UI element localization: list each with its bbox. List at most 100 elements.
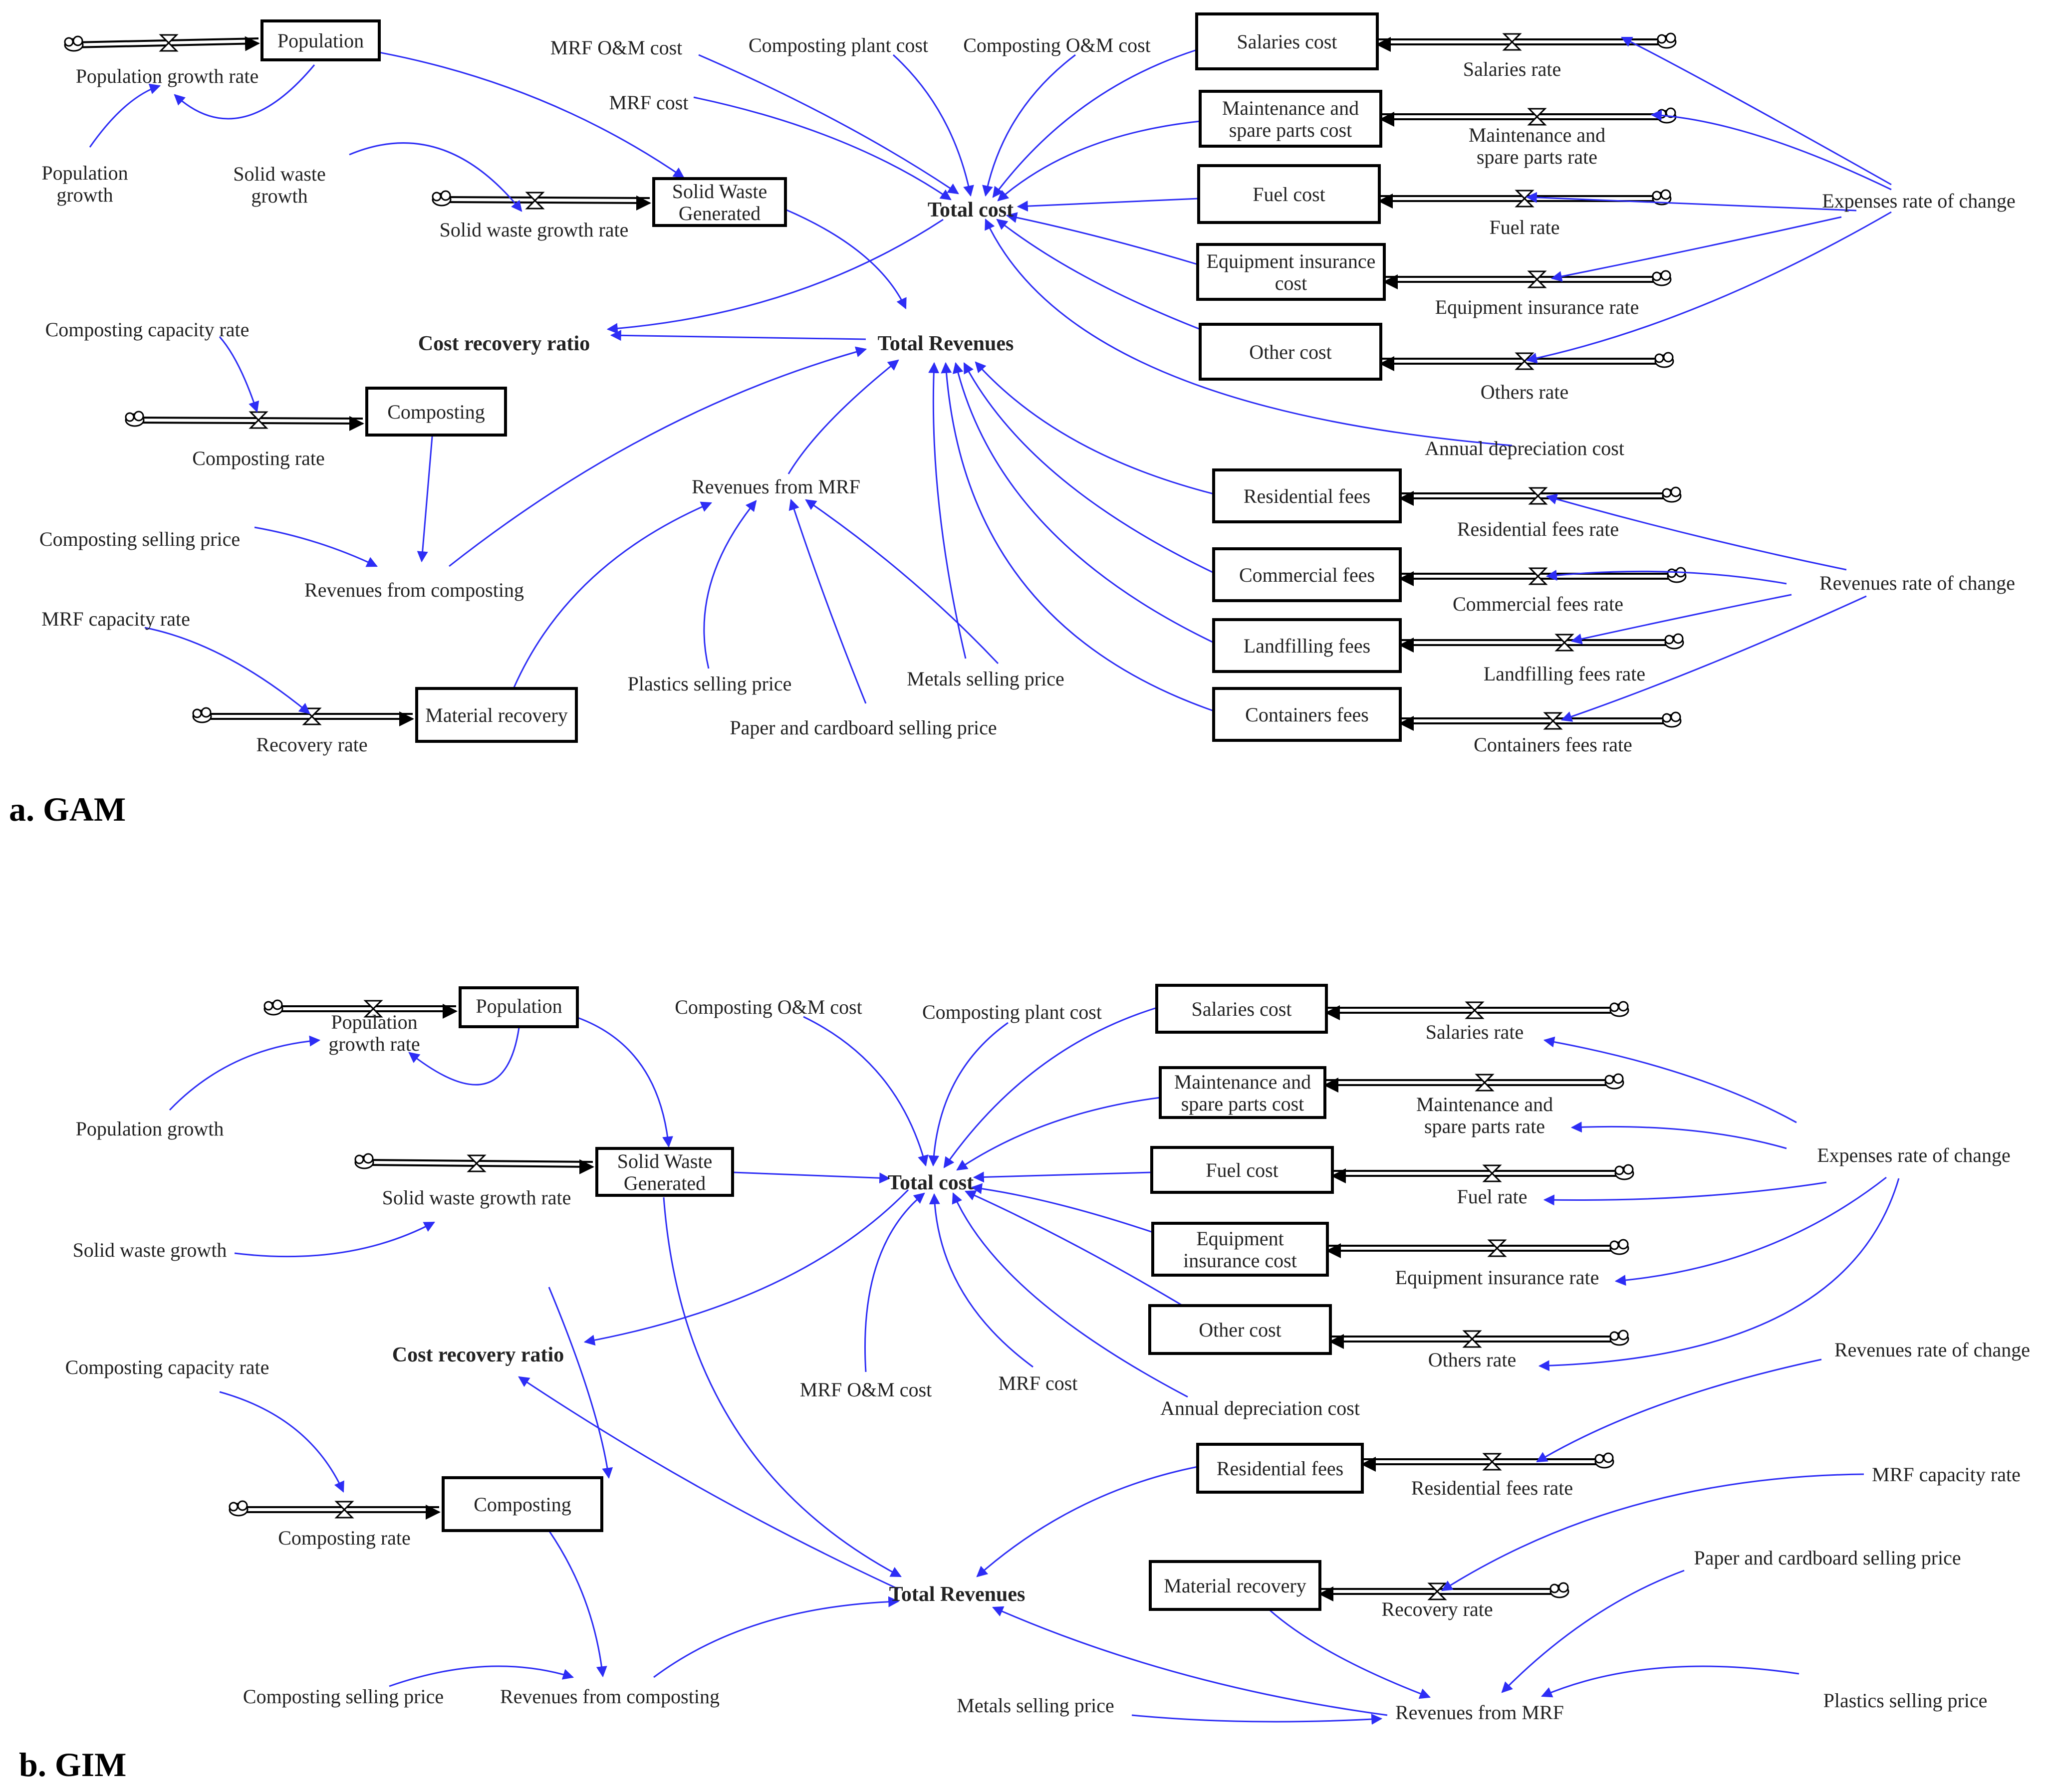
- causal-link-arrow: [610, 330, 866, 341]
- gam-label-composting-plant-cost: Composting plant cost: [749, 34, 928, 56]
- causal-link-arrow: [992, 1606, 1388, 1716]
- gim-label-material-recovery: Material recovery: [1164, 1574, 1306, 1597]
- causal-link-arrow: [1543, 1036, 1797, 1123]
- causal-link-arrow: [408, 1027, 520, 1086]
- cloud-icon: [192, 707, 212, 723]
- gam-label-composting: Composting: [387, 401, 485, 423]
- gim-label-mrf-capacity-rate: MRF capacity rate: [1872, 1463, 2021, 1486]
- valve-icon: [249, 411, 268, 429]
- valve-icon: [1482, 1453, 1502, 1471]
- causal-link-arrow: [1543, 1181, 1827, 1206]
- gim-label-others-rate: Others rate: [1428, 1348, 1517, 1371]
- cloud-icon: [1652, 270, 1672, 286]
- gam-stock-landfilling-fees: Landfilling fees: [1212, 618, 1402, 673]
- causal-link-arrow: [144, 627, 310, 714]
- gim-label-annual-depreciation-cost: Annual depreciation cost: [1160, 1397, 1360, 1419]
- causal-link-arrow: [1570, 1121, 1787, 1149]
- causal-link-arrow: [1560, 595, 1867, 722]
- cloud-icon: [432, 190, 452, 207]
- valve-icon: [159, 34, 179, 52]
- causal-link-arrow: [973, 1171, 1152, 1183]
- cloud-icon: [125, 411, 145, 427]
- causal-link-arrow: [1621, 36, 1892, 186]
- flow-layer: [64, 32, 1687, 1601]
- causal-link-arrow: [1540, 1665, 1799, 1698]
- valve-icon: [1475, 1074, 1495, 1092]
- causal-link-arrow: [449, 346, 867, 567]
- link-layer: [89, 36, 1900, 1725]
- causal-link-arrow: [219, 336, 259, 413]
- gam-stock-composting: Composting: [365, 387, 507, 437]
- valve-icon: [1465, 1001, 1485, 1019]
- causal-link-arrow: [219, 1391, 344, 1493]
- cloud-icon: [1654, 352, 1674, 368]
- causal-link-arrow: [928, 1022, 1009, 1167]
- gim-stock-other-cost: Other cost: [1148, 1304, 1332, 1355]
- gam-label-total-revenues: Total Revenues: [878, 332, 1014, 355]
- gim-label-population-growth: Population growth: [76, 1118, 224, 1140]
- gam-label-annual-depreciation-cost: Annual depreciation cost: [1425, 437, 1624, 459]
- cloud-icon: [1549, 1582, 1569, 1598]
- valve-icon: [1502, 33, 1522, 51]
- gam-label-expenses-rate-of-change: Expenses rate of change: [1822, 190, 2016, 212]
- causal-link-arrow: [693, 96, 952, 201]
- causal-link-arrow: [1526, 192, 1857, 212]
- gam-label-fuel-cost: Fuel cost: [1253, 183, 1325, 206]
- gam-label-fuel-rate: Fuel rate: [1489, 216, 1559, 238]
- causal-link-arrow: [952, 1192, 1188, 1398]
- gam-label-other-cost: Other cost: [1249, 341, 1332, 363]
- cloud-icon: [1609, 1239, 1629, 1255]
- cloud-icon: [1604, 1073, 1624, 1090]
- causal-link-arrow: [803, 1016, 929, 1167]
- causal-link-arrow: [785, 209, 907, 309]
- gim-label-paper-selling-price: Paper and cardboard selling price: [1694, 1547, 1961, 1569]
- gim-label-fuel-rate: Fuel rate: [1457, 1185, 1527, 1208]
- causal-link-arrow: [1550, 216, 1842, 282]
- causal-link-arrow: [89, 83, 161, 148]
- valve-icon: [1515, 190, 1535, 208]
- panel-label-gam: a. GAM: [9, 790, 126, 828]
- valve-icon: [1543, 712, 1563, 730]
- gam-stock-salaries-cost: Salaries cost: [1195, 12, 1379, 70]
- gam-label-metals-selling-price: Metals selling price: [907, 668, 1064, 690]
- gam-stock-material-recovery: Material recovery: [415, 687, 578, 743]
- gim-label-composting-plant-cost: Composting plant cost: [922, 1001, 1102, 1023]
- gim-label-revenues-from-mrf: Revenues from MRF: [1395, 1701, 1564, 1724]
- flow-pipe: [134, 417, 363, 420]
- cloud-icon: [1594, 1452, 1614, 1469]
- cloud-icon: [1609, 1330, 1629, 1346]
- flow-pipe: [441, 195, 651, 211]
- gam-label-solid-waste-growth-rate: Solid waste growth rate: [440, 219, 629, 241]
- gam-label-landfilling-fees-rate: Landfilling fees rate: [1484, 663, 1645, 685]
- cloud-icon: [1667, 567, 1687, 583]
- valve-icon: [1528, 567, 1548, 585]
- gim-label-composting: Composting: [474, 1493, 571, 1516]
- causal-link-arrow: [971, 1183, 1153, 1233]
- gam-label-mrf-cost: MRF cost: [609, 91, 689, 114]
- valve-icon: [1515, 352, 1535, 370]
- gim-label-fuel-cost: Fuel cost: [1206, 1159, 1279, 1181]
- gim-label-recovery-rate: Recovery rate: [1381, 1598, 1493, 1620]
- gim-label-composting-capacity-rate: Composting capacity rate: [65, 1356, 269, 1378]
- causal-link-arrow: [1526, 211, 1892, 364]
- gim-label-total-cost: Total cost: [888, 1171, 974, 1194]
- gam-label-residential-fees-rate: Residential fees rate: [1457, 518, 1619, 540]
- causal-link-arrow: [788, 498, 867, 704]
- cloud-icon: [1662, 711, 1682, 728]
- gim-label-composting-selling-price: Composting selling price: [243, 1685, 444, 1708]
- valve-icon: [467, 1154, 487, 1172]
- gim-stock-material-recovery: Material recovery: [1149, 1560, 1321, 1611]
- causal-link-arrow: [1650, 110, 1892, 191]
- gam-label-landfilling-fees: Landfilling fees: [1244, 635, 1370, 657]
- gim-label-solid-waste-growth: Solid waste growth: [73, 1239, 227, 1261]
